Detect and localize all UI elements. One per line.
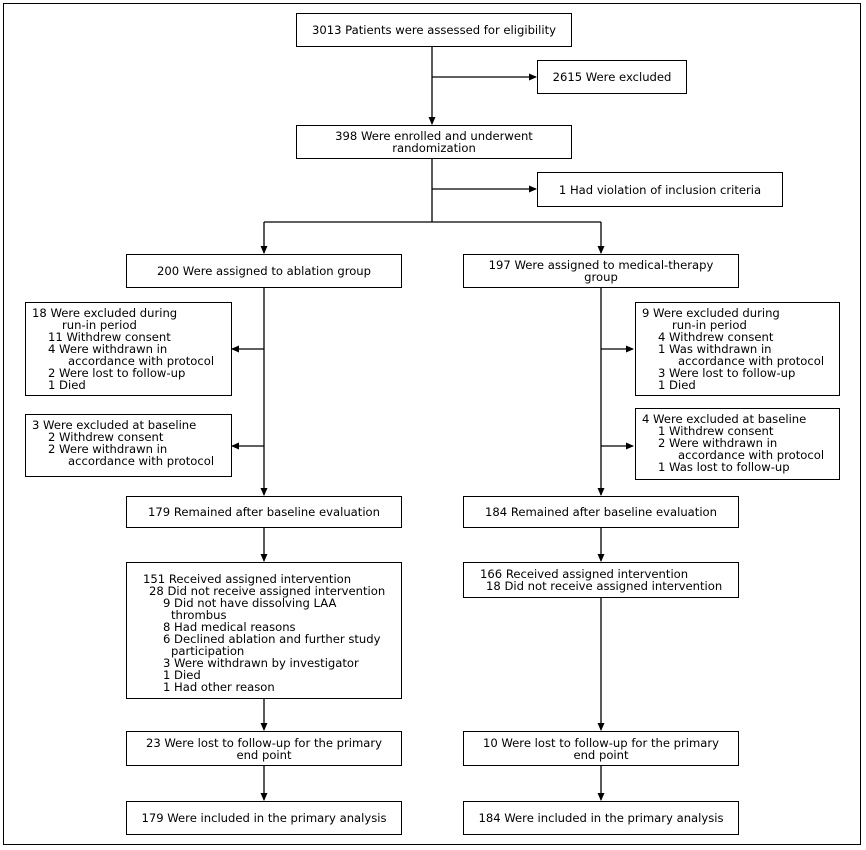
exclusion-line: 18 Were excluded during: [32, 306, 178, 320]
intervention-line: 3 Were withdrawn by investigator: [163, 656, 359, 670]
exclusion-line: accordance with protocol: [678, 354, 825, 368]
medical-lost-text-line2: end point: [573, 747, 629, 762]
medical-lost-text-line1: 10 Were lost to follow-up for the primar…: [482, 735, 720, 750]
assessed-box: 3013 Patients were assessed for eligibil…: [296, 13, 572, 47]
exclusion-line: accordance with protocol: [68, 454, 215, 468]
ablation-intervention-box: 151 Received assigned intervention 28 Di…: [126, 562, 402, 699]
intervention-line: 9 Did not have dissolving LAA: [163, 596, 337, 610]
ablation-lost-box: 23 Were lost to follow-up for the primar…: [126, 731, 402, 766]
ablation-baseline-exclusion-box: 3 Were excluded at baseline 2 Withdrew c…: [25, 414, 232, 477]
exclusion-line: 2 Were withdrawn in: [48, 442, 168, 456]
enrolled-box: 398 Were enrolled and underwent randomiz…: [296, 125, 572, 159]
exclusion-line: 9 Were excluded during: [642, 306, 780, 320]
medical-remained-text: 184 Remained after baseline evaluation: [485, 505, 717, 519]
intervention-line: participation: [171, 644, 245, 658]
excluded-box: 2615 Were excluded: [537, 60, 687, 94]
ablation-remained-text: 179 Remained after baseline evaluation: [148, 505, 380, 519]
exclusion-line: run-in period: [62, 318, 137, 332]
medical-intervention-box: 166 Received assigned intervention 18 Di…: [463, 562, 739, 598]
exclusion-line: 2 Were withdrawn in: [658, 436, 778, 450]
intervention-line: 1 Died: [163, 668, 201, 682]
ablation-analysis-box: 179 Were included in the primary analysi…: [126, 801, 402, 835]
assessed-text: 3013 Patients were assessed for eligibil…: [311, 23, 557, 37]
exclusion-line: run-in period: [672, 318, 747, 332]
intervention-line: 18 Did not receive assigned intervention: [486, 579, 723, 593]
violation-text: 1 Had violation of inclusion criteria: [558, 182, 762, 197]
medical-lost-box: 10 Were lost to follow-up for the primar…: [463, 731, 739, 766]
intervention-line: 6 Declined ablation and further study: [163, 632, 381, 646]
exclusion-line: accordance with protocol: [678, 448, 825, 462]
intervention-line: thrombus: [171, 608, 227, 622]
medical-analysis-box: 184 Were included in the primary analysi…: [463, 801, 739, 835]
exclusion-line: accordance with protocol: [68, 354, 215, 368]
ablation-remained-box: 179 Remained after baseline evaluation: [126, 496, 402, 528]
exclusion-line: 2 Were lost to follow-up: [48, 366, 186, 380]
ablation-assigned-box: 200 Were assigned to ablation group: [126, 254, 402, 288]
exclusion-line: 4 Withdrew consent: [658, 330, 774, 344]
enrolled-text-line2: randomization: [392, 141, 476, 155]
medical-runin-exclusion-box: 9 Were excluded during run-in period 4 W…: [635, 302, 840, 396]
intervention-line: 166 Received assigned intervention: [480, 567, 689, 581]
exclusion-line: 1 Died: [48, 378, 86, 392]
enrolled-text-line1: 398 Were enrolled and underwent: [335, 129, 533, 143]
medical-baseline-exclusion-box: 4 Were excluded at baseline 1 Withdrew c…: [635, 408, 840, 480]
exclusion-line: 1 Died: [658, 378, 696, 392]
excluded-text: 2615 Were excluded: [552, 70, 672, 84]
ablation-assigned-text: 200 Were assigned to ablation group: [156, 264, 372, 278]
ablation-runin-exclusion-box: 18 Were excluded during run-in period 11…: [25, 302, 232, 396]
exclusion-line: 3 Were lost to follow-up: [658, 366, 796, 380]
medical-assigned-text-line2: group: [584, 270, 618, 284]
exclusion-line: 1 Was lost to follow-up: [658, 460, 790, 474]
exclusion-line: 1 Withdrew consent: [658, 424, 774, 438]
exclusion-line: 4 Were excluded at baseline: [642, 412, 807, 426]
medical-assigned-box: 197 Were assigned to medical-therapy gro…: [463, 254, 739, 288]
ablation-lost-text-line1: 23 Were lost to follow-up for the primar…: [145, 735, 383, 750]
intervention-line: 8 Had medical reasons: [163, 620, 296, 634]
intervention-line: 151 Received assigned intervention: [143, 572, 352, 586]
medical-analysis-text: 184 Were included in the primary analysi…: [478, 811, 724, 825]
exclusion-line: 11 Withdrew consent: [48, 330, 171, 344]
figure-frame: [3, 3, 861, 845]
exclusion-line: 1 Was withdrawn in: [658, 342, 772, 356]
intervention-line: 1 Had other reason: [163, 680, 275, 694]
exclusion-line: 2 Withdrew consent: [48, 430, 164, 444]
intervention-line: 28 Did not receive assigned intervention: [149, 584, 386, 598]
exclusion-line: 3 Were excluded at baseline: [32, 418, 197, 432]
ablation-lost-text-line2: end point: [236, 747, 292, 762]
medical-assigned-text-line1: 197 Were assigned to medical-therapy: [488, 258, 714, 272]
exclusion-line: 4 Were withdrawn in: [48, 342, 168, 356]
ablation-analysis-text: 179 Were included in the primary analysi…: [141, 811, 387, 825]
medical-remained-box: 184 Remained after baseline evaluation: [463, 496, 739, 528]
violation-box: 1 Had violation of inclusion criteria: [537, 172, 783, 207]
